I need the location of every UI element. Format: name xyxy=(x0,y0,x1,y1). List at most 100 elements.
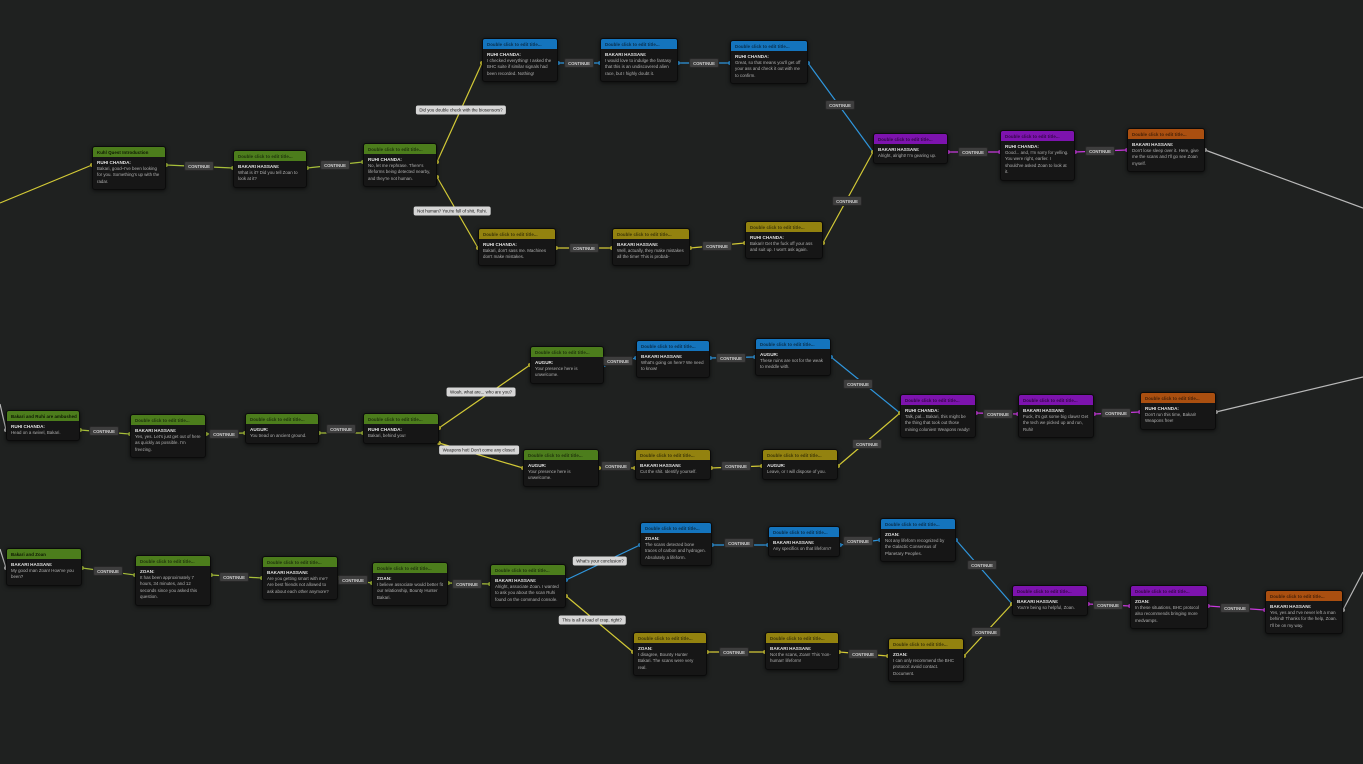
node-title-bar[interactable]: Double click to edit title... xyxy=(637,341,709,351)
dialogue-node-B2[interactable]: Double click to edit title...BAKARI HASS… xyxy=(600,38,678,83)
continue-link-label[interactable]: CONTINUE xyxy=(1093,600,1123,610)
dialogue-node-B3[interactable]: Double click to edit title...RUHI CHANDA… xyxy=(730,40,808,85)
continue-link-label[interactable]: CONTINUE xyxy=(832,196,862,206)
continue-link-label[interactable]: CONTINUE xyxy=(843,379,873,389)
continue-link-label[interactable]: CONTINUE xyxy=(958,147,988,157)
node-title-bar[interactable]: Double click to edit title... xyxy=(881,519,955,529)
choice-condition-label[interactable]: Did you double check with the biosensors… xyxy=(415,105,507,115)
continue-link-label[interactable]: CONTINUE xyxy=(569,243,599,253)
dialogue-node-G3[interactable]: Double click to edit title...AUGUR:Leave… xyxy=(762,449,838,481)
node-title-bar[interactable]: Double click to edit title... xyxy=(1019,395,1093,405)
continue-link-label[interactable]: CONTINUE xyxy=(724,538,754,548)
dialogue-node-F2[interactable]: Double click to edit title...BAKARI HASS… xyxy=(1018,394,1094,439)
node-title-bar[interactable]: Double click to edit title... xyxy=(479,229,555,239)
choice-condition-label[interactable]: Weapons hot! Don't come any closer! xyxy=(439,445,519,455)
node-title-bar[interactable]: Double click to edit title... xyxy=(601,39,677,49)
node-title-bar[interactable]: Double click to edit title... xyxy=(263,557,337,567)
continue-link-label[interactable]: CONTINUE xyxy=(564,58,594,68)
node-title-bar[interactable]: Double click to edit title... xyxy=(641,523,711,533)
dialogue-node-J1[interactable]: Double click to edit title...BAKARI HASS… xyxy=(1012,585,1088,617)
dialogue-node-E3[interactable]: Double click to edit title...AUGUR:These… xyxy=(755,338,831,376)
dialogue-node-G1[interactable]: Double click to edit title...AUGUR:Your … xyxy=(523,449,599,487)
continue-link-label[interactable]: CONTINUE xyxy=(983,409,1013,419)
continue-link-label[interactable]: CONTINUE xyxy=(825,100,855,110)
dialogue-node-D4[interactable]: Double click to edit title...RUHI CHANDA… xyxy=(363,413,439,445)
continue-link-label[interactable]: CONTINUE xyxy=(93,566,123,576)
dialogue-node-I1[interactable]: Double click to edit title...ZOAN:The sc… xyxy=(640,522,712,567)
dialogue-node-G2[interactable]: Double click to edit title...BAKARI HASS… xyxy=(635,449,711,481)
node-title-bar[interactable]: Double click to edit title... xyxy=(1141,393,1215,403)
continue-link-label[interactable]: CONTINUE xyxy=(689,58,719,68)
continue-link-label[interactable]: CONTINUE xyxy=(326,424,356,434)
node-title-bar[interactable]: Double click to edit title... xyxy=(1013,586,1087,596)
continue-link-label[interactable]: CONTINUE xyxy=(971,627,1001,637)
node-title-bar[interactable]: Double click to edit title... xyxy=(731,41,807,51)
node-title-bar[interactable]: Double click to edit title... xyxy=(1128,129,1204,139)
node-title-bar[interactable]: Double click to edit title... xyxy=(756,339,830,349)
continue-link-label[interactable]: CONTINUE xyxy=(967,560,997,570)
node-title-bar[interactable]: Double click to edit title... xyxy=(373,563,447,573)
dialogue-node-F1[interactable]: Double click to edit title...RUHI CHANDA… xyxy=(900,394,976,439)
node-title-bar[interactable]: Double click to edit title... xyxy=(613,229,689,239)
node-title-bar[interactable]: Double click to edit title... xyxy=(1131,586,1207,596)
continue-link-label[interactable]: CONTINUE xyxy=(89,426,119,436)
node-title-bar[interactable]: Bakari and Zoan xyxy=(7,549,81,559)
dialogue-node-J3[interactable]: Double click to edit title...BAKARI HASS… xyxy=(1265,590,1343,635)
continue-link-label[interactable]: CONTINUE xyxy=(603,356,633,366)
node-title-bar[interactable]: Double click to edit title... xyxy=(1266,591,1342,601)
continue-link-label[interactable]: CONTINUE xyxy=(843,536,873,546)
continue-link-label[interactable]: CONTINUE xyxy=(209,429,239,439)
continue-link-label[interactable]: CONTINUE xyxy=(852,439,882,449)
dialogue-node-E1[interactable]: Double click to edit title...AUGUR:Your … xyxy=(530,346,604,384)
node-title-bar[interactable]: Double click to edit title... xyxy=(234,151,306,161)
node-title-bar[interactable]: Double click to edit title... xyxy=(889,639,963,649)
continue-link-label[interactable]: CONTINUE xyxy=(184,161,214,171)
dialogue-node-H3[interactable]: Double click to edit title...BAKARI HASS… xyxy=(262,556,338,601)
node-title-bar[interactable]: Double click to edit title... xyxy=(524,450,598,460)
node-title-bar[interactable]: Double click to edit title... xyxy=(491,565,565,575)
dialogue-node-K2[interactable]: Double click to edit title...BAKARI HASS… xyxy=(765,632,839,670)
dialogue-node-D2[interactable]: Double click to edit title...BAKARI HASS… xyxy=(130,414,206,459)
node-title-bar[interactable]: Double click to edit title... xyxy=(746,222,822,232)
node-title-bar[interactable]: Double click to edit title... xyxy=(364,414,438,424)
dialogue-node-C3[interactable]: Double click to edit title...BAKARI HASS… xyxy=(1127,128,1205,173)
node-title-bar[interactable]: Kuhl Quest Introduction xyxy=(93,147,165,157)
node-title-bar[interactable]: Double click to edit title... xyxy=(901,395,975,405)
continue-link-label[interactable]: CONTINUE xyxy=(848,649,878,659)
dialogue-node-I3[interactable]: Double click to edit title...ZOAN:Not an… xyxy=(880,518,956,563)
dialogue-node-C2[interactable]: Double click to edit title...RUHI CHANDA… xyxy=(1000,130,1075,181)
continue-link-label[interactable]: CONTINUE xyxy=(719,647,749,657)
node-title-bar[interactable]: Double click to edit title... xyxy=(136,556,210,566)
continue-link-label[interactable]: CONTINUE xyxy=(1220,603,1250,613)
continue-link-label[interactable]: CONTINUE xyxy=(452,579,482,589)
dialogue-node-A3[interactable]: Double click to edit title...RUHI CHANDA… xyxy=(363,143,437,188)
node-title-bar[interactable]: Double click to edit title... xyxy=(1001,131,1074,141)
dialogue-node-H5[interactable]: Double click to edit title...BAKARI HASS… xyxy=(490,564,566,609)
node-title-bar[interactable]: Double click to edit title... xyxy=(246,414,318,424)
dialogue-node-Y1[interactable]: Double click to edit title...RUHI CHANDA… xyxy=(478,228,556,266)
continue-link-label[interactable]: CONTINUE xyxy=(721,461,751,471)
node-title-bar[interactable]: Double click to edit title... xyxy=(766,633,838,643)
node-title-bar[interactable]: Double click to edit title... xyxy=(874,134,947,144)
dialogue-node-C1[interactable]: Double click to edit title...BAKARI HASS… xyxy=(873,133,948,165)
dialogue-node-K3[interactable]: Double click to edit title...ZOAN:I can … xyxy=(888,638,964,683)
choice-condition-label[interactable]: This is all a load of crap, right? xyxy=(558,615,626,625)
node-title-bar[interactable]: Double click to edit title... xyxy=(634,633,706,643)
choice-condition-label[interactable]: Woah, what are... who are you? xyxy=(446,387,516,397)
dialogue-node-Y3[interactable]: Double click to edit title...RUHI CHANDA… xyxy=(745,221,823,259)
node-title-bar[interactable]: Double click to edit title... xyxy=(636,450,710,460)
continue-link-label[interactable]: CONTINUE xyxy=(1101,408,1131,418)
continue-link-label[interactable]: CONTINUE xyxy=(320,160,350,170)
continue-link-label[interactable]: CONTINUE xyxy=(338,575,368,585)
node-title-bar[interactable]: Double click to edit title... xyxy=(364,144,436,154)
node-title-bar[interactable]: Double click to edit title... xyxy=(531,347,603,357)
node-title-bar[interactable]: Double click to edit title... xyxy=(483,39,557,49)
continue-link-label[interactable]: CONTINUE xyxy=(219,572,249,582)
dialogue-node-Y2[interactable]: Double click to edit title...BAKARI HASS… xyxy=(612,228,690,266)
node-title-bar[interactable]: Double click to edit title... xyxy=(763,450,837,460)
choice-condition-label[interactable]: Not human? You're full of shit, Ruhi. xyxy=(413,206,491,216)
